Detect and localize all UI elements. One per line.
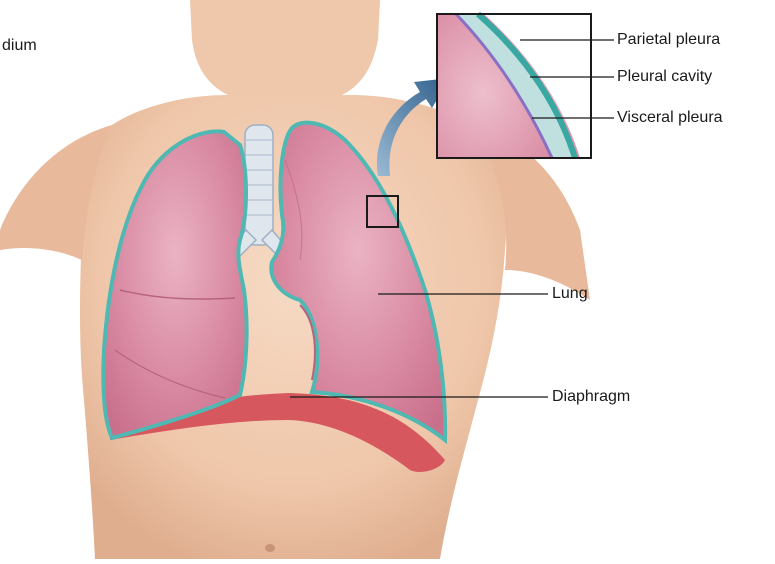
pleura-inset	[437, 14, 591, 158]
visceral-pleura-label: Visceral pleura	[617, 109, 723, 127]
parietal-pleura-label: Parietal pleura	[617, 31, 720, 49]
neck	[190, 0, 380, 100]
cut-off-label: dium	[2, 37, 37, 55]
pleural-cavity-label: Pleural cavity	[617, 68, 712, 86]
navel	[265, 544, 275, 552]
diaphragm-label: Diaphragm	[552, 388, 630, 406]
lung-label: Lung	[552, 285, 588, 303]
